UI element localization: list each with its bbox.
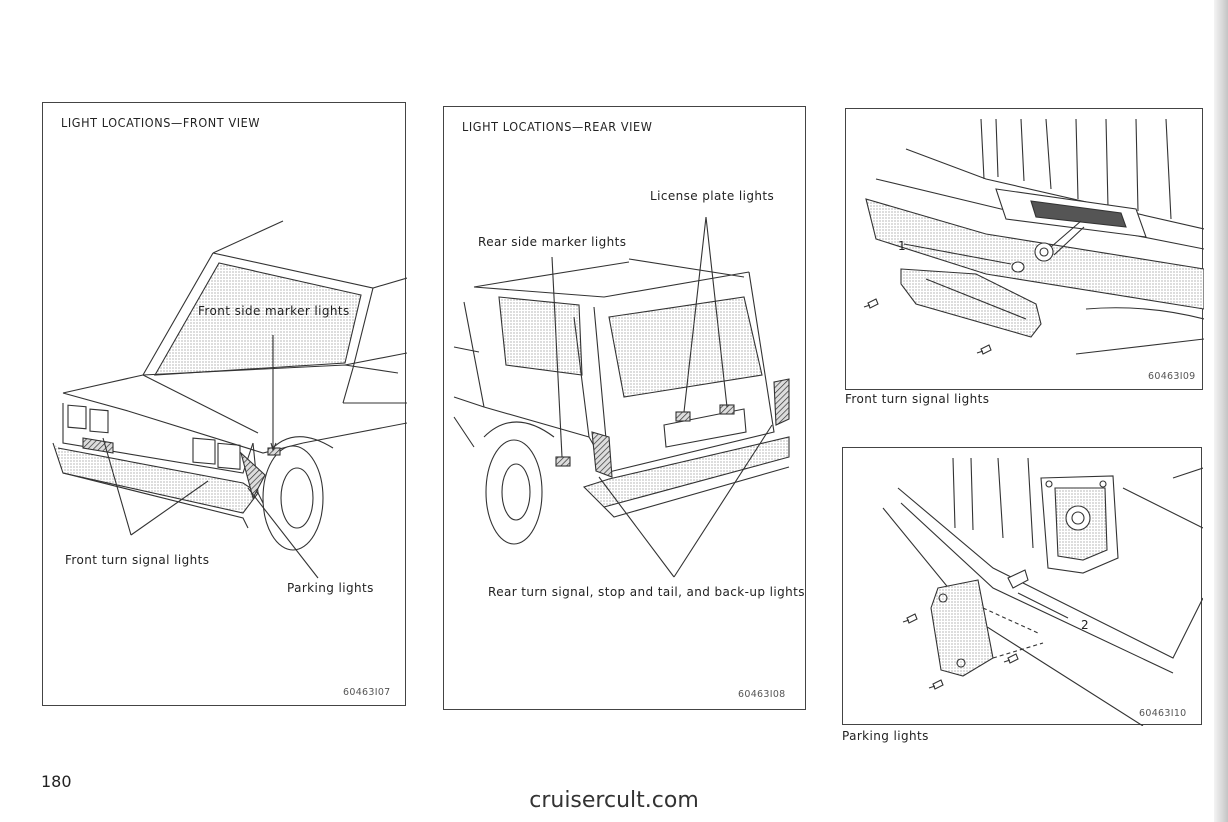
rear-view-panel: LIGHT LOCATIONS—REAR VIEW License plate … (443, 106, 806, 710)
front-view-title: LIGHT LOCATIONS—FRONT VIEW (61, 115, 261, 130)
parking-detail-caption: Parking lights (842, 729, 929, 743)
parking-detail-panel: 2 60463I10 (842, 447, 1203, 726)
rear-side-marker-label: Rear side marker lights (478, 235, 627, 249)
rear-combo-lights-label: Rear turn signal, stop and tail, and bac… (488, 585, 805, 599)
parking-lights-label: Parking lights (287, 581, 374, 595)
front-turn-signal-label: Front turn signal lights (65, 553, 210, 567)
front-view-code: 60463I07 (343, 687, 391, 698)
turn-signal-detail-code: 60463I09 (1148, 371, 1196, 382)
watermark-text: cruisercult.com (529, 788, 699, 813)
page-number: 180 (41, 772, 72, 791)
rear-view-code: 60463I08 (738, 689, 786, 700)
page-edge-shadow (1214, 0, 1228, 822)
parking-detail-code: 60463I10 (1139, 708, 1187, 719)
turn-signal-detail-illustration (863, 118, 1204, 355)
turn-signal-detail-caption: Front turn signal lights (845, 392, 990, 406)
front-view-panel: LIGHT LOCATIONS—FRONT VIEW Front side ma… (42, 102, 407, 706)
callout-1: 1 (898, 239, 907, 253)
turn-signal-detail-panel: 1 60463I09 (845, 108, 1204, 390)
front-side-marker-label: Front side marker lights (198, 304, 350, 318)
rear-view-title: LIGHT LOCATIONS—REAR VIEW (462, 119, 653, 134)
parking-detail-illustration (882, 457, 1203, 726)
front-view-illustration (52, 220, 407, 579)
callout-2: 2 (1081, 618, 1090, 632)
license-plate-label: License plate lights (650, 189, 775, 203)
rear-view-illustration (453, 216, 790, 578)
